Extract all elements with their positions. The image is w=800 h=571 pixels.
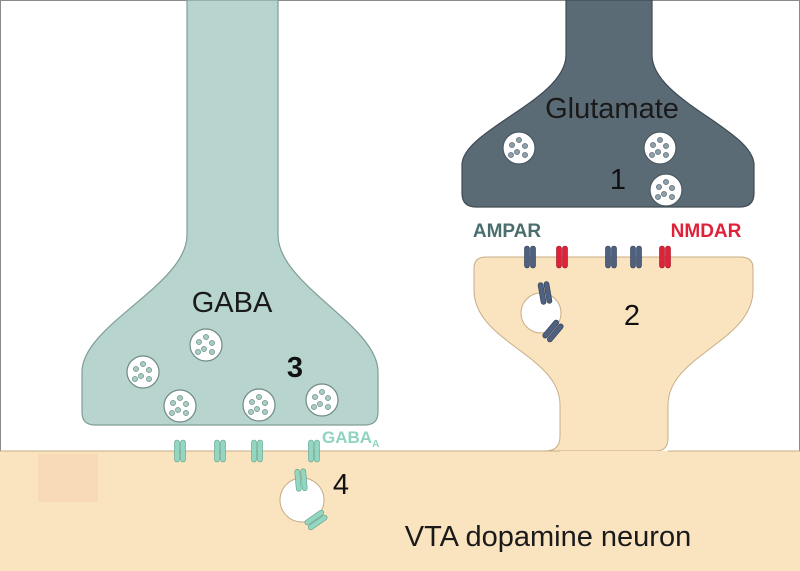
gaba-terminal xyxy=(81,0,379,426)
gaba-vesicle xyxy=(126,355,160,389)
vta-neuron-label: VTA dopamine neuron xyxy=(405,521,691,553)
ampar-label: AMPAR xyxy=(473,221,542,242)
ampar-internalized-vesicle xyxy=(520,280,565,344)
step-4-label: 4 xyxy=(333,469,349,501)
gaba-vesicle xyxy=(305,383,339,417)
gaba-vesicle xyxy=(242,388,276,422)
gabaa-internalized-vesicle xyxy=(279,468,329,532)
step-3-label: 3 xyxy=(287,352,303,384)
step-2-label: 2 xyxy=(624,300,640,332)
glutamate-vesicle xyxy=(502,131,536,165)
glutamate-label: Glutamate xyxy=(545,93,679,125)
gabaa-label-main: GABA xyxy=(322,428,372,447)
gabaa-label-subscript: A xyxy=(372,439,379,450)
glutamate-terminal xyxy=(461,0,755,208)
artifact-patch xyxy=(38,454,98,502)
glutamate-vesicle xyxy=(649,173,683,207)
gaba-vesicle xyxy=(189,328,223,362)
step-1-label: 1 xyxy=(610,164,626,196)
glutamate-vesicle xyxy=(643,131,677,165)
gaba-label: GABA xyxy=(192,287,273,319)
dopamine-neuron-soma xyxy=(0,451,800,571)
nmdar-label: NMDAR xyxy=(671,221,742,242)
gaba-vesicle xyxy=(163,389,197,423)
gabaa-label: GABAA xyxy=(322,428,379,450)
